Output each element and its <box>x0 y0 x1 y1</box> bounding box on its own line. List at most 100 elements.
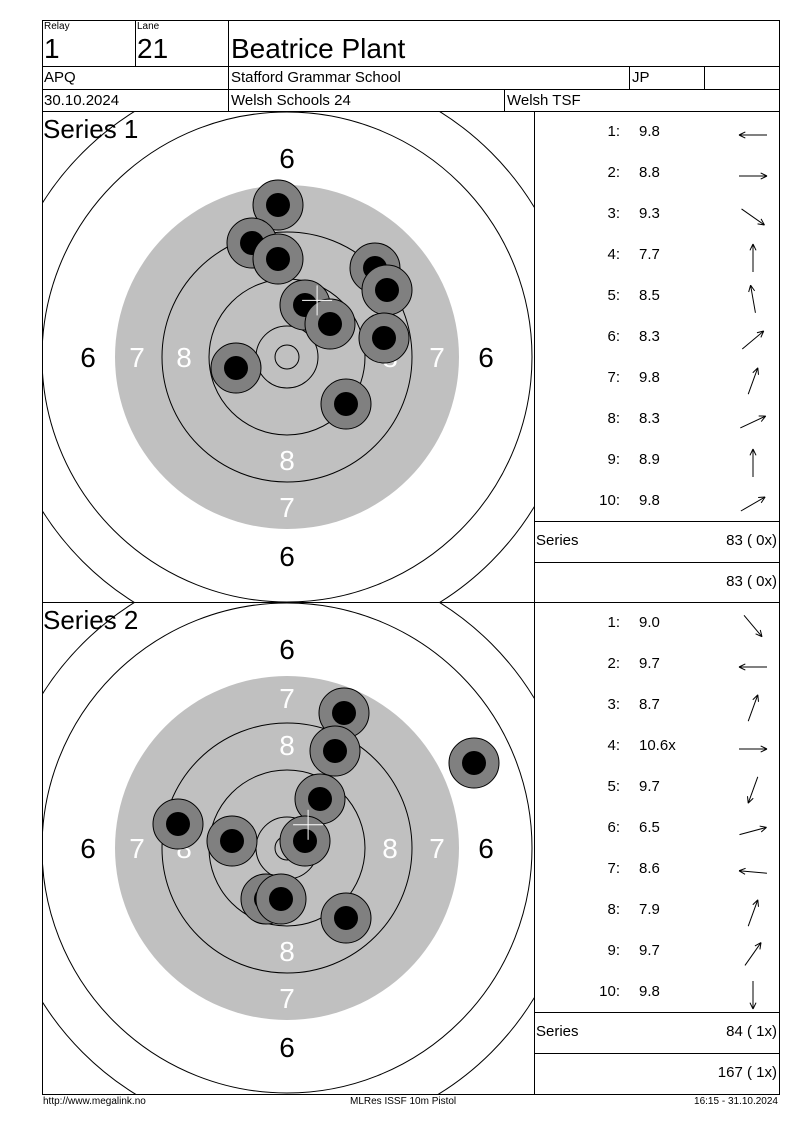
ring-number-label: 8 <box>382 833 398 864</box>
shot-hit <box>361 264 413 316</box>
border-top <box>42 20 780 21</box>
shot-number: 2: <box>607 164 620 181</box>
direction-arrow-icon <box>738 131 767 139</box>
ring-inner-10 <box>274 344 300 370</box>
shot-hit <box>448 737 500 789</box>
shot-hit <box>320 892 372 944</box>
shot-row: 1:9.8 <box>535 123 779 143</box>
shot-number: 9: <box>607 942 620 959</box>
nation-code: JP <box>632 69 650 86</box>
ring-number-label: 7 <box>279 492 295 523</box>
direction-arrow-icon <box>749 243 757 272</box>
shot-hit <box>320 378 372 430</box>
ring-number-label: 8 <box>176 342 192 373</box>
header-row-line-1 <box>42 66 780 67</box>
direction-arrow-icon <box>747 694 759 722</box>
shot-row: 9: 8.9 <box>535 448 779 477</box>
series-title: Series 1 <box>43 114 138 144</box>
ring-number-label: 6 <box>279 634 295 665</box>
shot-score: 7.9 <box>639 901 660 918</box>
shot-number: 10: <box>599 983 620 1000</box>
shot-number: 4: <box>607 246 620 263</box>
shot-row: 10:9.8 <box>535 492 779 512</box>
shot-row: 5: 8.5 <box>535 284 779 313</box>
shot-number: 7: <box>607 860 620 877</box>
shot-score: 8.3 <box>639 328 660 345</box>
shot-score: 8.7 <box>639 696 660 713</box>
shot-hit <box>206 815 258 867</box>
ring-number-label: 7 <box>429 833 445 864</box>
ring-number-label: 6 <box>279 143 295 174</box>
shot-hit <box>279 815 331 867</box>
shot-score: 7.7 <box>639 246 660 263</box>
shot-number: 3: <box>607 696 620 713</box>
shot-number: 6: <box>607 819 620 836</box>
ring-number-label: 7 <box>429 342 445 373</box>
footer-url[interactable]: http://www.megalink.no <box>43 1096 146 1107</box>
shot-number: 7: <box>607 369 620 386</box>
shot-number: 4: <box>607 737 620 754</box>
direction-arrow-icon <box>747 367 759 395</box>
header-col-org <box>504 89 505 111</box>
shot-row: 4:10.6x <box>535 737 779 757</box>
shot-hit <box>152 798 204 850</box>
shot-score: 8.5 <box>639 287 660 304</box>
shot-row: 7:9.8 <box>535 367 779 395</box>
ring-number-label: 6 <box>478 833 494 864</box>
shot-score: 8.6 <box>639 860 660 877</box>
border-right <box>779 20 780 1095</box>
series-title: Series 2 <box>43 605 138 635</box>
shot-score: 9.7 <box>639 942 660 959</box>
shot-hit <box>309 725 361 777</box>
shot-number: 8: <box>607 901 620 918</box>
ring-number-label: 7 <box>129 833 145 864</box>
direction-arrow-icon <box>749 981 757 1010</box>
shot-hit <box>255 873 307 925</box>
shot-score: 9.0 <box>639 614 660 631</box>
direction-arrow-icon <box>741 330 765 350</box>
series-label: Series <box>536 532 579 549</box>
shot-row: 5:9.7 <box>535 776 779 804</box>
lane-value: 21 <box>137 33 169 64</box>
border-bottom <box>42 1094 780 1095</box>
direction-arrow-icon <box>749 448 757 477</box>
score-panel-series-2: 1: 9.0 2: 9.7 3: 8.7 4:10.6x 5:9.7 6: 6.5 7: 8.6 8: 7… <box>535 603 779 1094</box>
relay-label: Relay <box>44 21 70 32</box>
shot-row: 4: 7.7 <box>535 243 779 272</box>
hits-series-1 <box>210 179 413 430</box>
shot-number: 9: <box>607 451 620 468</box>
shot-score: 6.5 <box>639 819 660 836</box>
competition-name: Welsh Schools 24 <box>231 92 351 109</box>
shot-hit <box>304 298 356 350</box>
panel-line <box>535 562 779 563</box>
series-total: 84 ( 1x) <box>726 1023 777 1040</box>
shot-hit <box>252 233 304 285</box>
target-series-1: 5555666677778888 Series 1 <box>43 112 534 602</box>
ring-number-label: 7 <box>279 683 295 714</box>
shooter-name: Beatrice Plant <box>231 33 406 64</box>
shot-row: 6:8.3 <box>535 328 779 350</box>
shot-row: 8:8.3 <box>535 410 779 430</box>
header-row-line-2 <box>42 89 780 90</box>
target-series-2: 5555666677778888 Series 2 <box>43 603 534 1094</box>
footer-program: MLRes ISSF 10m Pistol <box>350 1096 457 1107</box>
header-col-relay <box>135 20 136 66</box>
shot-score: 8.9 <box>639 451 660 468</box>
shot-number: 5: <box>607 287 620 304</box>
ring-number-label: 7 <box>129 342 145 373</box>
panel-divider <box>534 111 535 1094</box>
direction-arrow-icon <box>747 899 759 927</box>
shot-number: 10: <box>599 492 620 509</box>
ring-number-label: 8 <box>279 730 295 761</box>
shot-score: 8.8 <box>639 164 660 181</box>
shot-row: 1: 9.0 <box>535 614 779 638</box>
series-label: Series <box>536 1023 579 1040</box>
ring-number-label: 8 <box>279 445 295 476</box>
shot-number: 1: <box>607 614 620 631</box>
shot-score: 9.8 <box>639 123 660 140</box>
shot-number: 2: <box>607 655 620 672</box>
header-col-jp-right <box>704 66 705 89</box>
panel-line <box>535 1012 779 1013</box>
mean-point-cross <box>293 809 324 840</box>
